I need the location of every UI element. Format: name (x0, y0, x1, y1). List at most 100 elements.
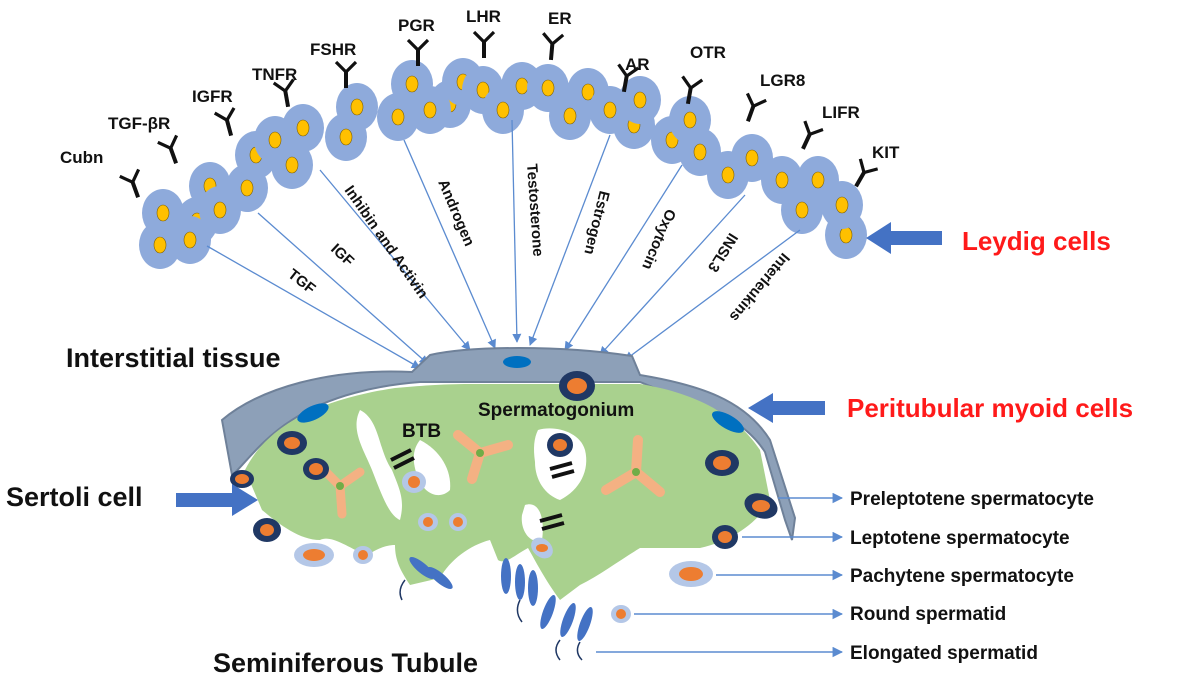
leydig-nucleus (541, 79, 555, 97)
receptor-label-ar: AR (625, 55, 650, 74)
leydig-nucleus (515, 77, 529, 95)
receptor-icon (213, 106, 243, 140)
hormone-label-inhibin-activin: Inhibin and Activin (341, 183, 432, 302)
leydig-nucleus (839, 226, 853, 244)
leydig-cell-arc (139, 58, 867, 269)
receptor-label-pgr: PGR (398, 16, 435, 35)
hormone-arrow (599, 194, 746, 356)
leydig-nucleus (339, 128, 353, 146)
receptor-label-tgf-br: TGF-βR (108, 114, 170, 133)
spermatogonia (230, 371, 778, 549)
leydig-nucleus (240, 179, 254, 197)
sertoli-arrow (176, 484, 258, 516)
leydig-nucleus (391, 108, 405, 126)
receptor-label-tnfr: TNFR (252, 65, 297, 84)
sertoli-nucleus (453, 430, 513, 484)
receptor-label-lhr: LHR (466, 7, 501, 26)
leydig-nucleus (693, 143, 707, 161)
hormone-arrows (206, 119, 801, 369)
stage-label-round-spermatid: Round spermatid (850, 604, 1006, 625)
receptor-label-er: ER (548, 9, 572, 28)
leydig-nucleus (721, 166, 735, 184)
leydig-nucleus (183, 231, 197, 249)
seminiferous-tubule-label: Seminiferous Tubule (213, 648, 478, 678)
leydig-nucleus (153, 236, 167, 254)
hormone-label-testosterone: Testosterone (523, 163, 546, 257)
receptor-icon (156, 133, 188, 169)
leydig-cells-label: Leydig cells (962, 226, 1111, 256)
leydig-nucleus (633, 91, 647, 109)
leydig-nucleus (350, 98, 364, 116)
receptor-labels: Cubn TGF-βR IGFR TNFR FSHR PGR LHR ER AR… (60, 7, 900, 167)
btb-junction (390, 448, 575, 531)
leydig-nucleus (603, 101, 617, 119)
leydig-nucleus (683, 111, 697, 129)
region-arrows (176, 222, 942, 516)
btb-label: BTB (402, 421, 441, 442)
elongated-spermatids (399, 557, 593, 661)
leydig-nucleus (268, 131, 282, 149)
leydig-nucleus (775, 171, 789, 189)
stage-label-preleptotene: Preleptotene spermatocyte (850, 489, 1094, 510)
myoid-nucleus (712, 411, 744, 433)
hormone-label-insl3: INSL3 (704, 230, 741, 275)
sertoli-cell-label: Sertoli cell (6, 482, 143, 512)
receptor-label-lifr: LIFR (822, 103, 860, 122)
leydig-nucleus (213, 201, 227, 219)
hormone-arrow (511, 119, 522, 343)
hormone-arrow (257, 212, 429, 365)
stage-label-pachytene: Pachytene spermatocyte (850, 566, 1074, 587)
interstitial-tissue-label: Interstitial tissue (66, 343, 281, 373)
hormone-label-igf: IGF (327, 240, 357, 269)
spermatogonium-label: Spermatogonium (478, 400, 634, 421)
intercellular-gap (521, 504, 543, 541)
hormone-label-androgen: Androgen (434, 177, 477, 249)
leydig-nucleus (285, 156, 299, 174)
cell-stage-labels: Preleptotene spermatocyte Leptotene sper… (850, 489, 1094, 664)
receptor-icon (792, 119, 825, 155)
leydig-nucleus (581, 83, 595, 101)
myoid-arrow (748, 393, 825, 423)
peritubular-myoid-label: Peritubular myoid cells (847, 393, 1133, 423)
leydig-nucleus (835, 196, 849, 214)
leydig-nucleus (156, 204, 170, 222)
receptor-label-lgr8: LGR8 (760, 71, 805, 90)
receptor-label-kit: KIT (872, 143, 900, 162)
receptor-label-fshr: FSHR (310, 40, 356, 59)
receptor-label-cubn: Cubn (60, 148, 103, 167)
sertoli-nucleus (601, 435, 665, 497)
leydig-nucleus (423, 101, 437, 119)
stage-label-leptotene: Leptotene spermatocyte (850, 528, 1070, 549)
leydig-nucleus (811, 171, 825, 189)
receptor-icon (118, 167, 150, 203)
seminiferous-tubule (220, 347, 797, 661)
hormone-arrow (564, 164, 683, 351)
receptor-icon (736, 91, 768, 127)
cell-type-pointers (596, 492, 844, 658)
leydig-arrow (866, 222, 942, 254)
leydig-nucleus (795, 201, 809, 219)
leydig-nucleus (745, 149, 759, 167)
hormone-arrow (206, 245, 421, 369)
leydig-nucleus (476, 81, 490, 99)
hormone-label-oxytocin: Oxytocin (638, 206, 679, 272)
hormone-arrow (624, 229, 801, 361)
intercellular-gap (356, 410, 403, 520)
hormone-arrow (319, 169, 471, 351)
hormone-arrow (528, 134, 611, 346)
receptor-icon (539, 31, 565, 63)
spermatocytes (294, 471, 713, 623)
leydig-nucleus (296, 119, 310, 137)
hormone-arrow (403, 139, 496, 349)
stage-label-elongated-spermatid: Elongated spermatid (850, 643, 1038, 664)
myoid-nucleus (297, 403, 329, 423)
leydig-nucleus (563, 107, 577, 125)
leydig-nucleus (496, 101, 510, 119)
receptor-label-igfr: IGFR (192, 87, 233, 106)
leydig-nucleus (405, 75, 419, 93)
receptor-icon (472, 30, 496, 60)
receptor-label-otr: OTR (690, 43, 726, 62)
myoid-nucleus (503, 356, 531, 368)
